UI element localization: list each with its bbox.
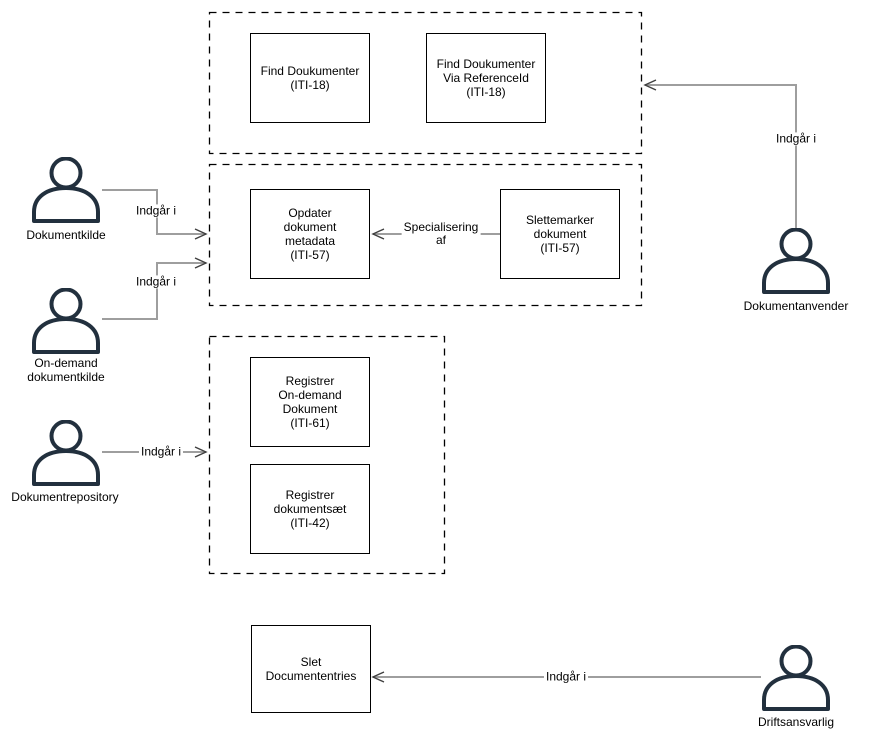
usecase-find-via-referenceid[interactable]: Find Doukumenter Via ReferenceId (ITI-18…: [426, 33, 546, 123]
usecase-label: Registrer On-demand Dokument (ITI-61): [278, 373, 342, 431]
usecase-label: Registrer dokumentsæt (ITI-42): [273, 487, 347, 531]
usecase-find-dokumenter[interactable]: Find Doukumenter (ITI-18): [250, 33, 370, 123]
usecase-registrer-dokumentsaet[interactable]: Registrer dokumentsæt (ITI-42): [250, 464, 370, 554]
usecase-registrer-ondemand[interactable]: Registrer On-demand Dokument (ITI-61): [250, 357, 370, 447]
person-icon: [32, 287, 100, 354]
actor-label-ondemand-dokumentkilde: On-demand dokumentkilde: [27, 356, 105, 384]
usecase-slet-documententries[interactable]: Slet Documententries: [251, 625, 371, 713]
usecase-label: Slettemarker dokument (ITI-57): [525, 212, 595, 256]
person-icon: [32, 156, 100, 223]
usecase-label: Slet Documententries: [265, 654, 357, 683]
person-icon: [762, 227, 830, 294]
edge-dokumentanvender-find: [643, 79, 797, 229]
edge-label-repository: Indgår i: [138, 444, 184, 459]
actor-driftsansvarlig[interactable]: [762, 644, 830, 714]
edge-label-specialisering: Specialisering af: [401, 219, 481, 248]
actor-ondemand-dokumentkilde[interactable]: [32, 287, 100, 357]
person-icon: [32, 419, 100, 486]
actor-label-dokumentrepository: Dokumentrepository: [11, 490, 119, 504]
actor-label-dokumentkilde: Dokumentkilde: [26, 228, 106, 242]
edge-label-dokumentkilde: Indgår i: [133, 203, 179, 218]
edge-label-anvender: Indgår i: [773, 131, 819, 146]
edge-ondemand-update: [102, 257, 208, 320]
usecase-label: Find Doukumenter Via ReferenceId (ITI-18…: [436, 56, 536, 100]
actor-label-driftsansvarlig: Driftsansvarlig: [757, 715, 835, 729]
actor-dokumentrepository[interactable]: [32, 419, 100, 489]
usecase-label: Opdater dokument metadata (ITI-57): [283, 205, 337, 263]
usecase-opdater-metadata[interactable]: Opdater dokument metadata (ITI-57): [250, 189, 370, 279]
person-icon: [762, 644, 830, 711]
actor-label-dokumentanvender: Dokumentanvender: [743, 299, 849, 313]
usecase-slettemarker[interactable]: Slettemarker dokument (ITI-57): [500, 189, 620, 279]
group-frame-register: [208, 335, 446, 575]
edge-label-drift: Indgår i: [543, 669, 589, 684]
edge-label-ondemand: Indgår i: [133, 274, 179, 289]
actor-dokumentkilde[interactable]: [32, 156, 100, 226]
usecase-label: Find Doukumenter (ITI-18): [260, 63, 360, 92]
actor-dokumentanvender[interactable]: [762, 227, 830, 297]
